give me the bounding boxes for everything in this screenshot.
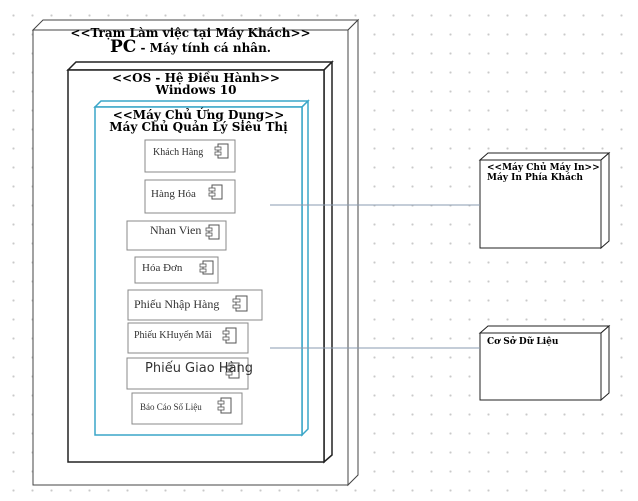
component-phieu-nhap-hang[interactable] (127, 289, 263, 321)
component-hoa-don[interactable] (134, 256, 219, 284)
component-khach-hang[interactable] (144, 139, 236, 173)
component-label: Phiếu Nhập Hàng (134, 297, 220, 311)
app-server-stereotype: <<Máy Chủ Ứng Dụng>> (112, 108, 285, 122)
component-phieu-giao-hang[interactable] (126, 357, 249, 390)
component-bao-cao-so-lieu[interactable] (131, 392, 243, 425)
database-node[interactable] (478, 324, 611, 402)
database-node-name: Cơ Sở Dữ Liệu (487, 337, 559, 347)
component-label: Hàng Hóa (151, 188, 196, 200)
printer-node[interactable] (478, 151, 611, 250)
client-node-name-rest: - Máy tính cá nhân. (136, 41, 272, 55)
client-node-name: PC - Máy tính cá nhân. (33, 39, 348, 56)
printer-node-name: Máy In Phía Khách (487, 173, 583, 183)
component-label: Báo Cáo Số Liệu (140, 402, 202, 412)
component-label: Hóa Đơn (142, 262, 183, 274)
component-label: Phiếu Giao Hàng (145, 361, 254, 376)
component-nhan-vien[interactable] (126, 220, 227, 251)
component-label: Nhan Vien (150, 223, 202, 237)
component-label: Khách Hàng (153, 147, 204, 158)
component-phieu-khuyen-mai[interactable] (127, 322, 249, 354)
client-node-stereotype: <<Trạm Làm việc tại Máy Khách>> (70, 26, 311, 40)
printer-node-stereotype: <<Máy Chủ Máy In>> (487, 163, 600, 173)
component-hang-hoa[interactable] (144, 179, 236, 214)
app-server-name: Máy Chủ Quản Lý Siêu Thị (109, 120, 288, 134)
os-node-stereotype: <<OS - Hệ Điều Hành>> (112, 71, 280, 85)
client-node-name-bold: PC (110, 37, 137, 57)
component-label: Phiếu KHuyến Mãi (134, 330, 212, 341)
os-node-name: Windows 10 (155, 83, 237, 97)
